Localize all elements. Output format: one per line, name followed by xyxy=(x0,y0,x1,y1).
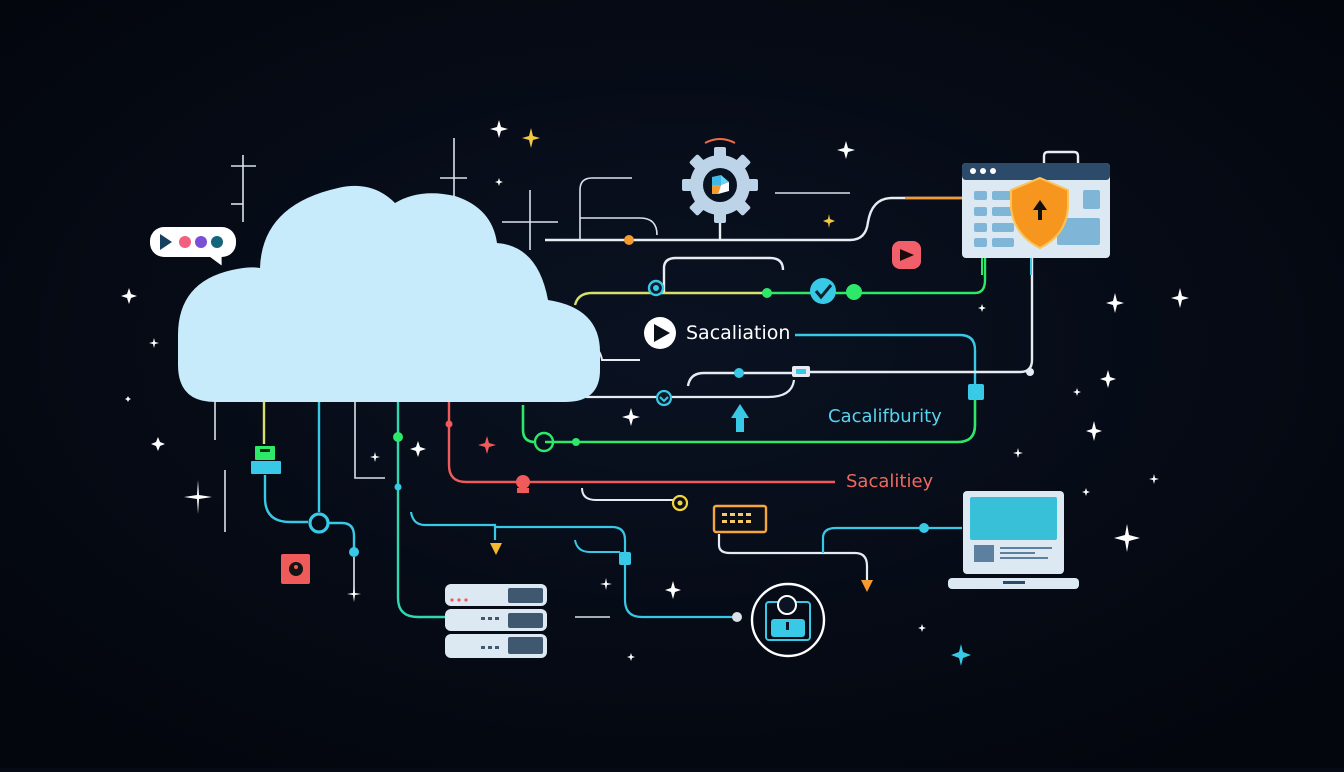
teal-line xyxy=(396,402,445,619)
yellow-ring-core xyxy=(677,500,683,506)
cyan-line-to-user xyxy=(495,525,733,619)
camera-base xyxy=(517,488,529,493)
router-device-icon[interactable] xyxy=(251,446,281,474)
laptop-node[interactable] xyxy=(919,523,929,533)
down-arrow-yellow-icon xyxy=(490,543,502,555)
cyan-lock-branch xyxy=(574,539,620,553)
cyan-node[interactable] xyxy=(734,368,744,378)
chat-bubble[interactable] xyxy=(150,227,236,257)
green-node-small[interactable] xyxy=(762,288,772,298)
keyboard-icon[interactable] xyxy=(712,504,768,534)
cyan-node-vertical xyxy=(394,483,402,491)
bracket-line xyxy=(662,256,785,292)
laptop-line xyxy=(821,526,962,553)
label-cacalifburity: Cacalifburity xyxy=(828,406,942,427)
yellow-branch xyxy=(581,487,674,501)
chat-bubble-icons xyxy=(160,234,223,250)
down-arrow-orange-icon xyxy=(861,580,873,592)
cyan-connector[interactable] xyxy=(968,384,984,400)
green-line-upper xyxy=(768,258,987,295)
green-line-lower xyxy=(545,400,977,444)
check-icon xyxy=(814,284,833,300)
camera-icon[interactable] xyxy=(516,475,530,489)
green-node[interactable] xyxy=(846,284,862,300)
purple-dot-icon xyxy=(195,236,207,248)
star-yellow xyxy=(522,128,540,148)
bus-line-top xyxy=(545,196,975,242)
label-sacaliation: Sacaliation xyxy=(686,322,791,344)
green-line-drop xyxy=(521,405,536,444)
orange-node[interactable] xyxy=(624,235,634,245)
cloud-icon[interactable] xyxy=(178,185,600,402)
heart-icon xyxy=(659,396,669,403)
stars xyxy=(121,120,1189,661)
yellow-ring-node[interactable] xyxy=(671,494,689,512)
lock-icon[interactable] xyxy=(619,552,631,565)
keyboard-line xyxy=(717,534,869,582)
shield-arrow-icon xyxy=(1033,200,1047,220)
video-play-badge[interactable] xyxy=(892,241,921,269)
connector-slot xyxy=(796,369,806,374)
yellow-green-line xyxy=(573,291,768,306)
shield-node-core xyxy=(653,285,659,291)
webcam-icon[interactable] xyxy=(281,554,310,584)
cyan-line-c xyxy=(328,521,356,550)
red-node xyxy=(445,420,453,428)
play-circle-button[interactable] xyxy=(644,317,676,349)
play-icon xyxy=(654,324,670,342)
white-bracket xyxy=(354,402,385,479)
gear-icon[interactable] xyxy=(682,138,758,223)
star-cyan xyxy=(951,644,971,666)
red-line xyxy=(447,402,835,484)
server-stack-icon[interactable] xyxy=(445,584,547,658)
user-link-node[interactable] xyxy=(732,612,742,622)
user-profile-icon[interactable] xyxy=(750,582,826,658)
green-node-vertical[interactable] xyxy=(393,432,403,442)
secure-browser-window[interactable] xyxy=(962,150,1110,275)
teal-dot-icon xyxy=(211,236,223,248)
up-arrow-icon xyxy=(731,404,749,432)
star-red xyxy=(478,436,496,454)
cyan-line-arrow xyxy=(409,511,497,540)
check-node[interactable] xyxy=(810,278,836,304)
play-icon xyxy=(900,249,914,261)
star-yellow-small xyxy=(823,214,835,228)
play-icon xyxy=(160,234,172,250)
label-sacalitiey: Sacalitiey xyxy=(846,471,934,492)
cyan-line-a xyxy=(263,475,308,524)
cyan-dot xyxy=(349,547,359,557)
green-ring-node[interactable] xyxy=(533,431,555,453)
white-lower-branch xyxy=(586,379,796,399)
cyan-line-right xyxy=(795,333,977,385)
laptop-icon[interactable] xyxy=(948,491,1079,589)
pink-dot-icon xyxy=(179,236,191,248)
heart-node[interactable] xyxy=(655,389,673,407)
green-dot xyxy=(572,438,580,446)
white-branch xyxy=(686,371,792,387)
white-node[interactable] xyxy=(1026,368,1034,376)
